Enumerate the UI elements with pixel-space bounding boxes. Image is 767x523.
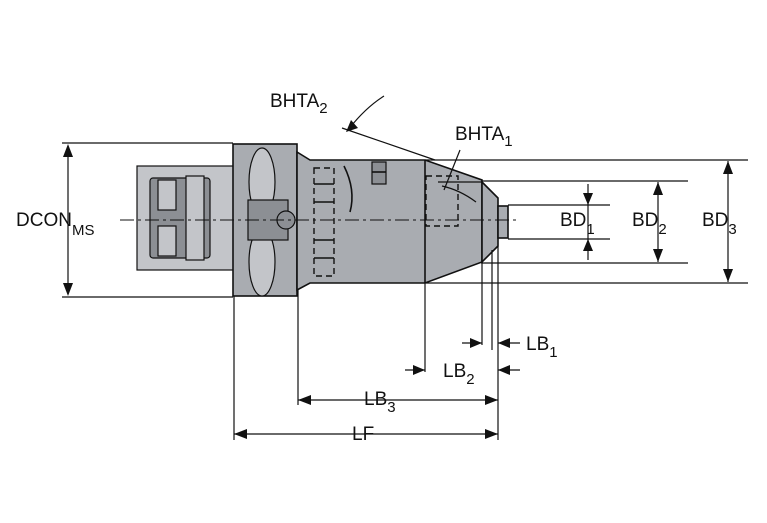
label-dcon: DCONMS (16, 210, 94, 239)
label-bhta2: BHTA2 (270, 91, 328, 117)
bhta2-leader (341, 127, 436, 161)
shank-slot-mid (185, 175, 205, 261)
lb3-arrow-left (298, 395, 311, 405)
labels: BHTA2 BHTA1 DCONMS BD1 BD2 BD3 LB1 LB2 L… (16, 91, 737, 445)
bhta1-leader (443, 149, 461, 191)
shank-slot-top (157, 179, 177, 211)
lb2-arrow-left (413, 365, 425, 375)
bd2-arrow-bottom (653, 249, 663, 262)
bd1-arrow-top (583, 193, 593, 205)
pilot (497, 205, 509, 239)
lf-arrow-right (485, 429, 498, 439)
shank-slot-bottom (157, 225, 177, 257)
label-lb1: LB1 (526, 334, 558, 361)
lb1-arrow-left (470, 338, 482, 348)
bore-hidden (425, 175, 459, 227)
bhta2-arrow (346, 120, 358, 132)
tool-body (120, 143, 520, 297)
clamp-curve (343, 165, 353, 213)
bd1-arrow-bottom (583, 239, 593, 251)
dcon-arrow-top (63, 144, 73, 157)
label-bd2: BD2 (632, 210, 667, 238)
lb3-arrow-right (485, 395, 498, 405)
bd3-arrow-top (723, 161, 733, 174)
nose (481, 180, 499, 264)
bhta1-arc (441, 185, 477, 203)
dcon-arrow-bottom (63, 283, 73, 296)
lf-arrow-left (234, 429, 247, 439)
label-bhta1: BHTA1 (455, 124, 513, 150)
bd2-arrow-top (653, 182, 663, 195)
label-bd3: BD3 (702, 210, 737, 238)
lb1-arrow-right (498, 338, 510, 348)
label-bd1: BD1 (560, 210, 595, 238)
clamp-hidden-left (313, 167, 335, 277)
bd3-arrow-bottom (723, 269, 733, 282)
lb2-arrow-right (498, 365, 510, 375)
top-screw (371, 161, 387, 185)
label-lb2: LB2 (443, 361, 475, 388)
main-body (296, 150, 483, 292)
dimension-lines (62, 95, 748, 440)
label-lf: LF (352, 424, 374, 445)
label-lb3: LB3 (364, 389, 396, 416)
